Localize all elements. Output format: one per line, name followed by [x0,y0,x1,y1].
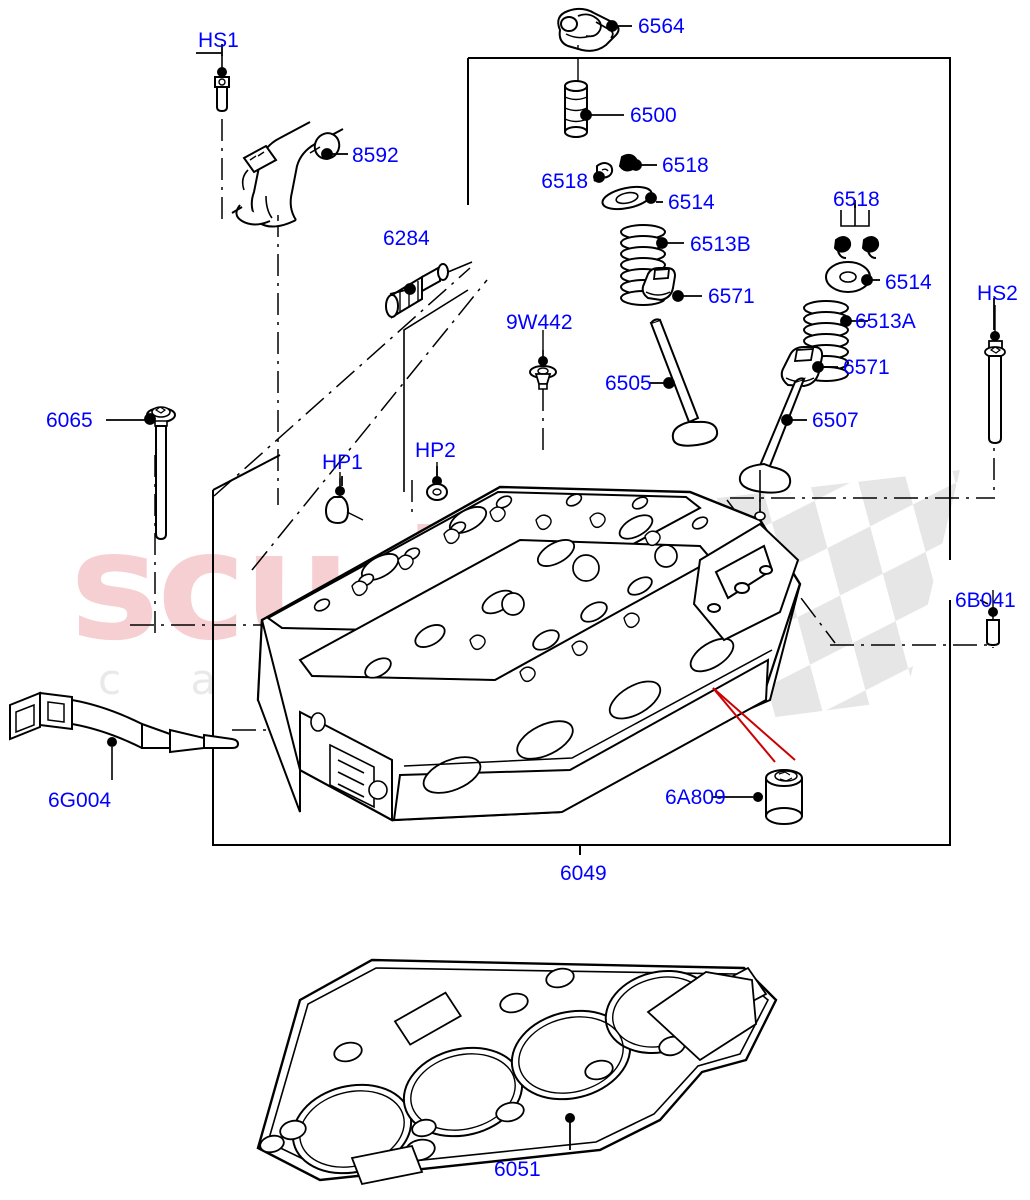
callout-6513b[interactable]: 6513B [690,233,751,256]
callout-6571-a[interactable]: 6571 [708,285,755,308]
callout-6513a[interactable]: 6513A [855,310,916,333]
group-box-sensor-inset [403,289,469,492]
part-6564-rocker-arm [557,7,620,84]
highlight-leader-a [712,687,776,763]
callout-6505[interactable]: 6505 [605,372,652,395]
leader-lines [106,20,995,605]
part-6049-cylinder-head [256,470,802,822]
callout-6514-a[interactable]: 6514 [668,191,715,214]
callout-hs2[interactable]: HS2 [977,282,1018,305]
callout-6518-c[interactable]: 6518 [833,188,880,211]
part-6505-exhaust-valve [649,318,719,447]
part-6571-stem-seal-right [780,346,824,388]
callout-6500[interactable]: 6500 [630,104,677,127]
callout-hp1[interactable]: HP1 [322,451,363,474]
highlight-leader-b [712,687,796,761]
callout-hs1[interactable]: HS1 [198,29,239,52]
part-hp1-plug [324,472,364,525]
part-9w442-oil-jet [529,330,557,390]
callout-8592[interactable]: 8592 [352,144,399,167]
part-6571-stem-seal-left [641,267,677,302]
callout-6518-b[interactable]: 6518 [541,170,588,193]
part-6507-intake-valve [738,377,806,494]
callout-6049[interactable]: 6049 [560,862,607,885]
part-hs2-stud [984,305,1006,445]
callout-6b041[interactable]: 6B041 [955,589,1016,612]
part-6051-head-gasket [256,958,778,1186]
callout-9w442[interactable]: 9W442 [506,311,573,334]
part-6b041-dowel-pin [986,590,1000,647]
group-box-cylinder-head [212,490,951,846]
part-6g004-temperature-sensor [9,691,240,780]
part-6500-lash-adjuster [564,80,588,138]
callout-6514-b[interactable]: 6514 [885,271,932,294]
callout-6518-a[interactable]: 6518 [662,154,709,177]
part-6a809-oil-pressure-sensor [712,687,803,825]
callout-6564[interactable]: 6564 [638,15,685,38]
part-6065-head-bolt [146,406,176,541]
callout-6571-b[interactable]: 6571 [843,356,890,379]
callout-6065[interactable]: 6065 [46,409,93,432]
part-hp2-plug [426,462,448,501]
callout-6g004[interactable]: 6G004 [48,789,112,812]
part-6514-retainer-right [825,261,871,293]
callout-6a809[interactable]: 6A809 [665,786,726,809]
part-8592-coolant-outlet [231,121,344,228]
part-6284-cam-sensor [385,261,473,319]
part-hs1-stud [214,55,230,113]
part-6514-retainer-left [601,185,653,211]
group-box-valvetrain-upper [468,57,951,490]
part-6518-collets-right [833,205,880,259]
callout-hp2[interactable]: HP2 [415,439,456,462]
callout-6051[interactable]: 6051 [494,1158,541,1181]
callout-6507[interactable]: 6507 [812,409,859,432]
callout-6284[interactable]: 6284 [383,227,430,250]
